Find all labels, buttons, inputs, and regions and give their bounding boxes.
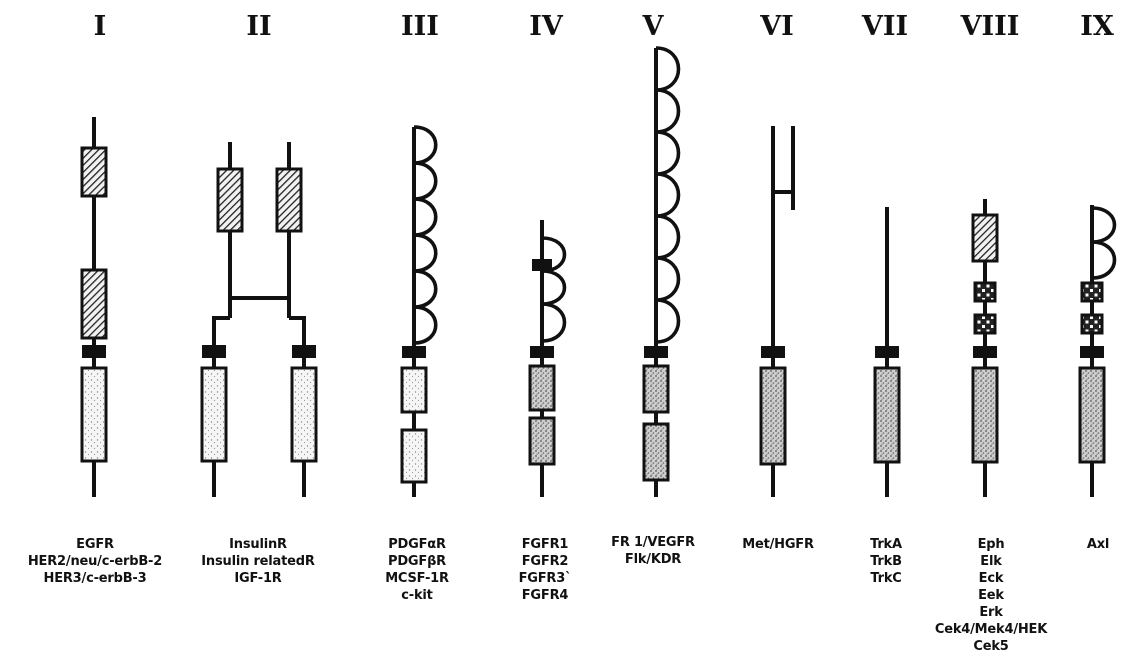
cysteine-rich-domain — [82, 270, 106, 338]
receptor-label: Elk — [980, 554, 1002, 569]
fibronectin-domain — [975, 315, 995, 333]
ig-like-loops — [414, 127, 436, 343]
kinase-domain — [644, 366, 668, 412]
kinase-domain — [973, 368, 997, 462]
transmembrane-segment — [402, 346, 426, 358]
fibronectin-domain — [1082, 283, 1102, 301]
cysteine-rich-domain — [82, 148, 106, 196]
transmembrane-segment — [202, 345, 226, 358]
transmembrane-segment — [761, 346, 785, 358]
receptor-class-iv — [530, 220, 565, 497]
kinase-domain — [82, 368, 106, 461]
receptor-label: Met/HGFR — [742, 537, 814, 552]
receptor-label: HER2/neu/c-erbB-2 — [28, 554, 162, 569]
receptor-label: Erk — [979, 605, 1003, 620]
kinase-domain — [402, 368, 426, 412]
receptor-label: FGFR1 — [522, 537, 569, 552]
transmembrane-segment — [644, 346, 668, 358]
receptor-label: HER3/c-erbB-3 — [44, 571, 147, 586]
receptor-label: MCSF-1R — [385, 571, 449, 586]
kinase-domain — [402, 430, 426, 482]
numeral-viii: VIII — [960, 11, 1020, 42]
receptor-label: IGF-1R — [234, 571, 281, 586]
numeral-i: I — [94, 11, 107, 42]
receptor-class-ii — [202, 142, 316, 497]
ig-like-loops — [1092, 208, 1115, 278]
transmembrane-segment — [875, 346, 899, 358]
receptor-labels: EGFR HER2/neu/c-erbB-2 HER3/c-erbB-3 Ins… — [28, 535, 1109, 654]
receptor-class-viii — [973, 199, 997, 497]
receptor-label: FGFR4 — [522, 588, 569, 603]
transmembrane-segment — [530, 346, 554, 358]
kinase-domain — [761, 368, 785, 464]
receptor-label: EGFR — [76, 537, 114, 552]
numeral-vi: VI — [759, 11, 794, 42]
numeral-vii: VII — [861, 11, 908, 42]
receptor-class-v — [644, 48, 679, 497]
receptor-label: InsulinR — [229, 537, 287, 552]
receptor-label: Eek — [978, 588, 1004, 603]
ig-like-domain — [973, 215, 997, 261]
receptor-label: FGFR3` — [519, 571, 572, 586]
cysteine-rich-domain — [277, 169, 301, 231]
receptor-label: PDGFαR — [388, 537, 446, 552]
numeral-ix: IX — [1080, 11, 1114, 42]
fibronectin-domain — [975, 283, 995, 301]
receptor-label: FR 1/VEGFR — [611, 535, 695, 550]
receptor-class-vi — [761, 126, 793, 497]
kinase-domain — [202, 368, 226, 461]
class-numerals: I II III IV V VI VII VIII IX — [94, 11, 1114, 42]
receptor-class-iii — [402, 127, 436, 497]
receptor-label: Insulin relatedR — [201, 554, 315, 569]
kinase-domain — [644, 424, 668, 480]
kinase-domain — [530, 418, 554, 464]
transmembrane-segment — [1080, 346, 1104, 358]
transmembrane-segment — [973, 346, 997, 358]
receptor-label: TrkA — [870, 537, 902, 552]
ig-like-loops — [656, 48, 679, 342]
receptor-label: Cek5 — [973, 639, 1008, 654]
kinase-domain — [292, 368, 316, 461]
ig-like-loops — [542, 238, 565, 341]
receptor-label: Flk/KDR — [625, 552, 681, 567]
numeral-iv: IV — [529, 11, 564, 42]
receptor-label: TrkC — [870, 571, 901, 586]
receptor-class-i — [82, 117, 106, 497]
acid-box — [532, 259, 552, 271]
receptor-label: Eck — [979, 571, 1004, 586]
receptor-label: Axl — [1087, 537, 1109, 552]
receptor-label: Eph — [978, 537, 1005, 552]
numeral-iii: III — [401, 11, 439, 42]
receptor-label: Cek4/Mek4/HEK — [935, 622, 1048, 637]
cysteine-rich-domain — [218, 169, 242, 231]
transmembrane-segment — [82, 345, 106, 358]
transmembrane-segment — [292, 345, 316, 358]
kinase-domain — [875, 368, 899, 462]
kinase-domain — [530, 366, 554, 410]
numeral-v: V — [642, 11, 665, 42]
receptor-label: c-kit — [401, 588, 432, 603]
fibronectin-domain — [1082, 315, 1102, 333]
receptor-class-ix — [1080, 205, 1115, 497]
receptor-label: TrkB — [870, 554, 902, 569]
receptor-label: FGFR2 — [522, 554, 569, 569]
receptor-label: PDGFβR — [388, 554, 446, 569]
receptor-class-vii — [875, 207, 899, 497]
numeral-ii: II — [246, 11, 271, 42]
kinase-domain — [1080, 368, 1104, 462]
